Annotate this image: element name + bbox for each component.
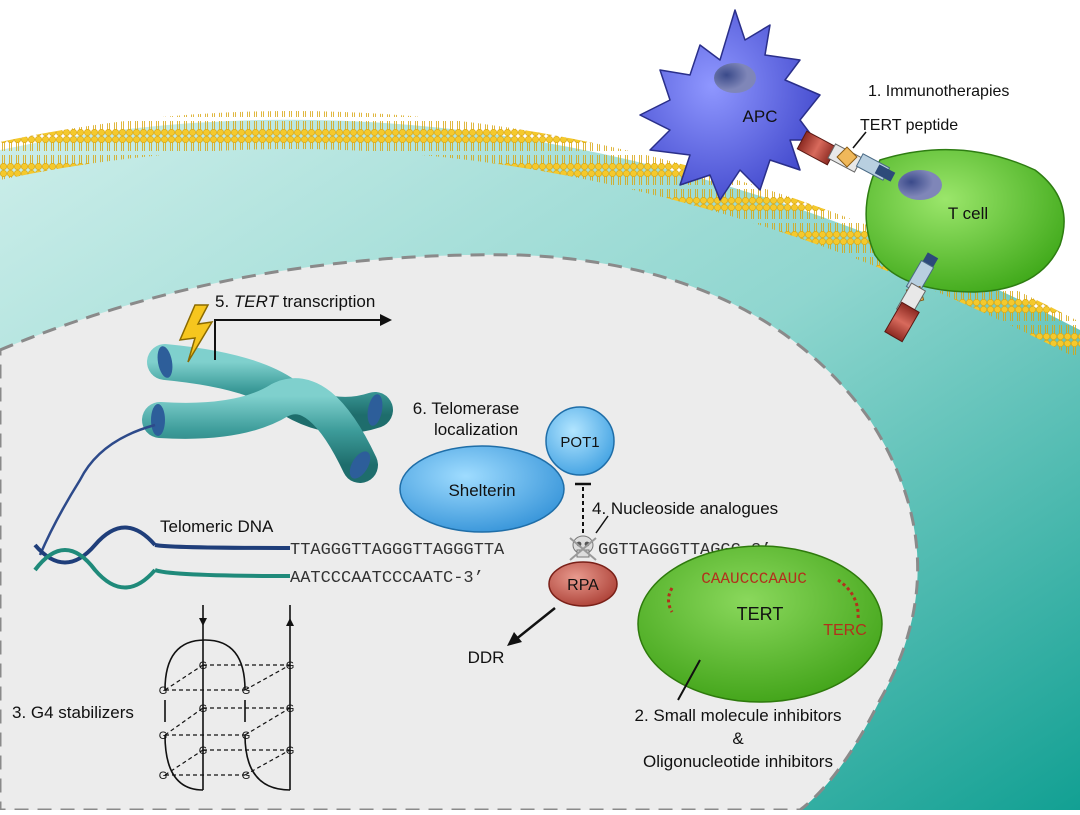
- pot1-label: POT1: [560, 434, 599, 451]
- ampersand-label: &: [732, 729, 744, 748]
- rpa-label: RPA: [567, 577, 599, 594]
- nucleoside-pointer: [595, 515, 609, 534]
- terc-sequence: CAAUCCCAAUC: [701, 570, 807, 588]
- g-base: G: [286, 703, 295, 715]
- ddr-arrow: [514, 607, 556, 641]
- g-base: G: [159, 730, 168, 742]
- g-base: G: [159, 685, 168, 697]
- t-cell: T cell: [865, 148, 1065, 293]
- g-base: G: [199, 745, 208, 757]
- arrow-icon: [380, 314, 392, 326]
- shelterin-label: Shelterin: [448, 481, 515, 500]
- g4-stabilizers-label: 3. G4 stabilizers: [12, 703, 134, 722]
- inhibitor-pointer: [677, 659, 701, 701]
- transcription-arrow: [214, 319, 380, 360]
- g-base: G: [159, 770, 168, 782]
- chromatin-thread: [38, 423, 156, 556]
- apc-label: APC: [743, 107, 778, 126]
- pot1-protein: [545, 406, 615, 476]
- t-cell-label: T cell: [948, 204, 988, 223]
- telomerase-localization-line1: 6. Telomerase: [413, 399, 519, 418]
- g-base: G: [242, 685, 251, 697]
- g-base: G: [199, 660, 208, 672]
- nucleoside-analogues-label: 4. Nucleoside analogues: [592, 499, 778, 518]
- oligonucleotide-label: Oligonucleotide inhibitors: [643, 752, 833, 771]
- immunotherapies-label: 1. Immunotherapies: [868, 83, 1009, 100]
- g-base: G: [242, 770, 251, 782]
- dna-helix-strand-2: [33, 548, 157, 590]
- terc-label: TERC: [823, 622, 867, 639]
- dna-top-strand: [154, 543, 291, 550]
- shelterin-protein: [399, 445, 565, 533]
- terc-rna-right: [837, 578, 860, 621]
- telomerase-localization-line2: localization: [434, 420, 518, 439]
- terc-rna-left: [667, 587, 674, 613]
- top-strand-sequence-left: TTAGGGTTAGGGTTAGGGTTA: [290, 541, 505, 560]
- dna-bottom-strand: [154, 568, 291, 578]
- g-base: G: [286, 745, 295, 757]
- tert-label: TERT: [737, 604, 784, 624]
- skull-icon: [569, 535, 597, 561]
- t-cell-nucleus: [898, 170, 942, 200]
- g-quadruplex-bases: G G G G G G G G G G G G: [159, 660, 295, 782]
- ddr-label: DDR: [468, 648, 505, 667]
- apc-cell: APC: [639, 9, 821, 201]
- g-base: G: [199, 703, 208, 715]
- bottom-strand-sequence: AATCCCAATCCCAATC-3’: [290, 569, 484, 588]
- mhc-tcr-complex-membrane: [884, 252, 939, 343]
- g-quadruplex-icon: [164, 605, 294, 791]
- tert-peptide-diamond: [836, 146, 858, 168]
- mhc-tcr-complex-top: [796, 130, 896, 182]
- g-base: G: [242, 730, 251, 742]
- small-molecule-label: 2. Small molecule inhibitors: [635, 706, 842, 725]
- rpa-protein: [548, 561, 618, 607]
- cell-membrane: [0, 110, 1080, 360]
- ddr-arrowhead: [507, 632, 522, 646]
- tert-peptide-pointer: [852, 131, 867, 149]
- tert-peptide-label: TERT peptide: [860, 117, 958, 134]
- lightning-icon: [178, 304, 214, 363]
- chromosome: [142, 344, 393, 483]
- telomeric-dna-label: Telomeric DNA: [160, 517, 274, 536]
- tert-transcription-label: 5. TERT transcription: [215, 292, 375, 311]
- g-base: G: [286, 660, 295, 672]
- apc-nucleus: [714, 63, 756, 93]
- dna-helix-strand-1: [33, 525, 157, 565]
